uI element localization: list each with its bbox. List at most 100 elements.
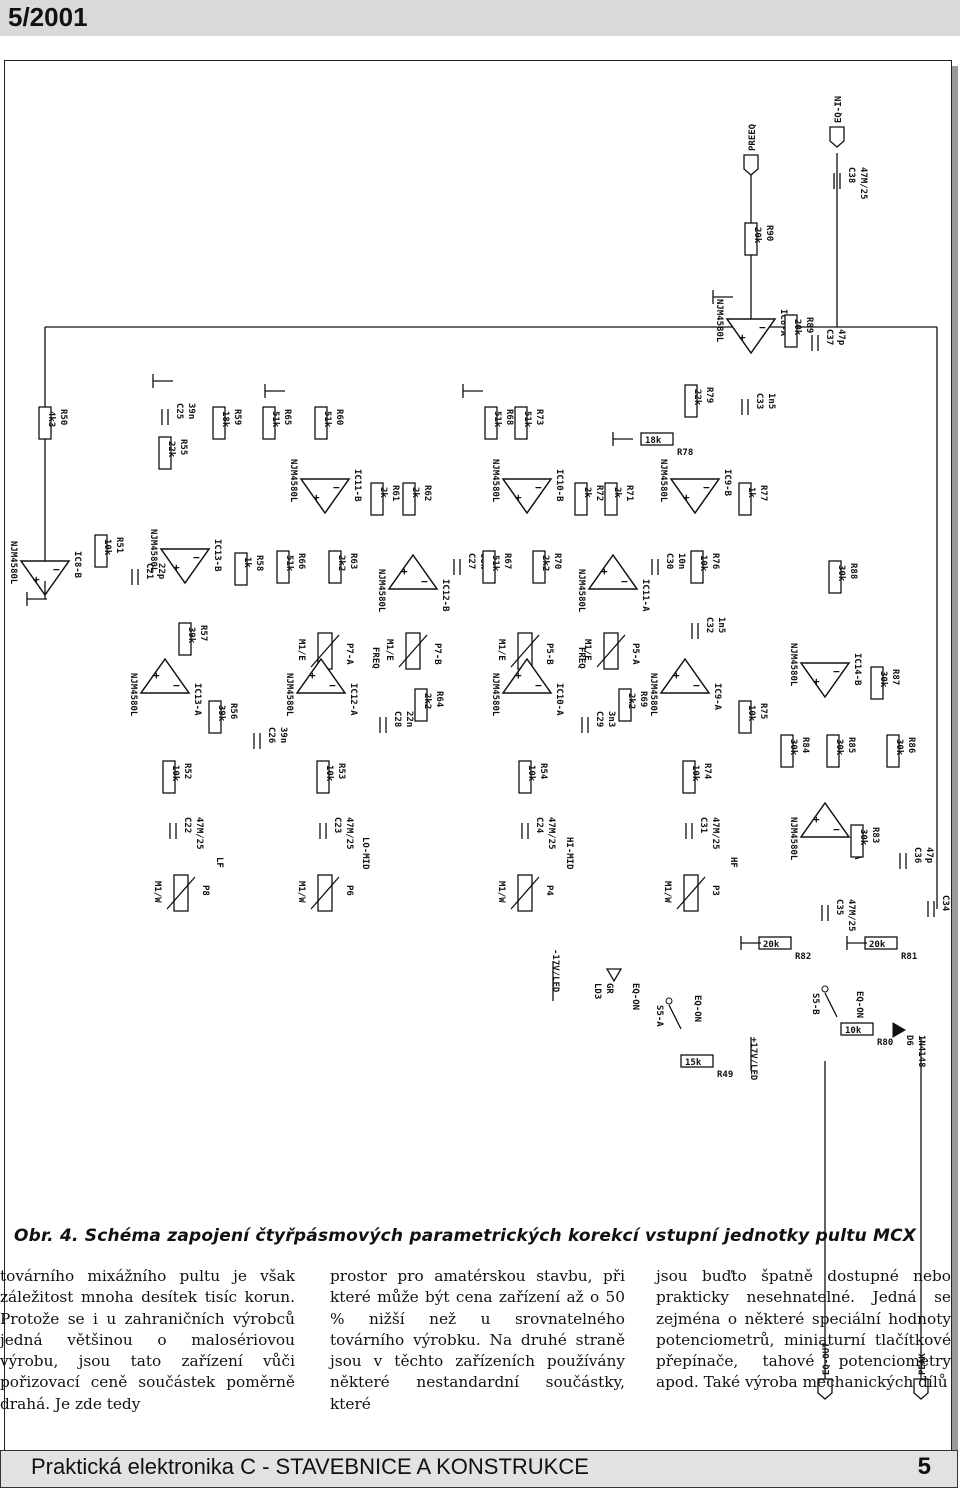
- resistor-value: 2k2: [626, 693, 636, 709]
- resistor-r51: [94, 534, 108, 568]
- opamp-ic13-b: [159, 548, 211, 585]
- capacitor-value: 39n: [278, 727, 288, 743]
- opamp-label: IC8-B: [72, 551, 82, 579]
- resistor-value: 20k: [763, 940, 780, 950]
- resistor-ref: R75: [758, 703, 768, 719]
- resistor-r63: [328, 550, 342, 584]
- resistor-ref: R59: [232, 409, 242, 425]
- opamp-ic9-b: [669, 478, 721, 515]
- opamp-label: IC9-B: [722, 469, 732, 497]
- resistor-ref: R64: [434, 691, 444, 708]
- opamp-label: IC9-A: [712, 683, 722, 711]
- pot-type: M1/E: [384, 639, 394, 661]
- capacitor-ref: C21: [144, 563, 154, 579]
- resistor-r65: [262, 406, 276, 440]
- resistor-r62: [402, 482, 416, 516]
- resistor-value: 2k: [612, 487, 622, 498]
- opamp-minus: −: [421, 575, 428, 588]
- pot-type: M1/W: [152, 881, 162, 903]
- figure-caption: Obr. 4. Schéma zapojení čtyřpásmových pa…: [14, 1226, 917, 1246]
- resistor-r90: [744, 222, 758, 256]
- opamp-ic8-b: [19, 560, 71, 597]
- opamp-label: IC14-B: [852, 653, 862, 686]
- resistor-ref: R70: [552, 553, 562, 569]
- resistor-ref: R73: [534, 409, 544, 425]
- opamp-minus: −: [329, 679, 336, 692]
- resistor-ref: R50: [58, 409, 68, 425]
- resistor-r68: [484, 406, 498, 440]
- resistor-value: 51k: [490, 555, 500, 572]
- opamp-minus: −: [535, 679, 542, 692]
- capacitor-value: 47M/25: [344, 817, 354, 850]
- opamp-ic12-a: [295, 657, 347, 694]
- opamp-plus: +: [739, 331, 746, 344]
- capacitor-ref: C29: [594, 711, 604, 727]
- resistor-r55: [158, 436, 172, 470]
- resistor-ref: R85: [846, 737, 856, 753]
- opamp-plus: +: [673, 669, 680, 682]
- resistor-r85: [826, 734, 840, 768]
- resistor-r49: [680, 1054, 714, 1068]
- opamp-type: NJM4580L: [288, 459, 298, 503]
- opamp-ic14-b: [799, 662, 851, 699]
- resistor-r79: [684, 384, 698, 418]
- resistor-r60: [314, 406, 328, 440]
- resistor-value: 51k: [322, 411, 332, 428]
- resistor-r76: [690, 550, 704, 584]
- pot-ref: P8: [200, 885, 210, 896]
- opamp-type: NJM4580L: [8, 541, 18, 585]
- opamp-label: IC13-A: [192, 683, 202, 716]
- resistor-value: 10k: [698, 555, 708, 572]
- freq-label: FREQ: [370, 647, 380, 669]
- resistor-value: 30k: [834, 739, 844, 756]
- resistor-value: 22k: [166, 441, 176, 458]
- resistor-value: 2k2: [422, 693, 432, 709]
- opamp-minus: −: [535, 481, 542, 494]
- resistor-ref: R86: [906, 737, 916, 753]
- opamp-label: IC12-B: [440, 579, 450, 612]
- resistor-ref: R66: [296, 553, 306, 569]
- capacitor-ref: C27: [466, 553, 476, 569]
- port-peak-label: PEAK: [918, 1353, 928, 1375]
- port-eq-out-label: EQ-OUT: [822, 1342, 832, 1375]
- opamp-minus: −: [53, 563, 60, 576]
- resistor-value: 51k: [284, 555, 294, 572]
- resistor-r53: [316, 760, 330, 794]
- opamp-plus: +: [515, 491, 522, 504]
- resistor-r54: [518, 760, 532, 794]
- resistor-ref: R53: [336, 763, 346, 779]
- pot-type: M1/W: [662, 881, 672, 903]
- resistor-value: 10k: [324, 765, 334, 782]
- paragraph-col-1: továrního mixážního pultu je však záleži…: [0, 1267, 295, 1413]
- resistor-r88: [828, 560, 842, 594]
- opamp-plus: +: [601, 565, 608, 578]
- resistor-ref: R49: [717, 1070, 733, 1080]
- opamp-ic10-a: [501, 657, 553, 694]
- pot-ref: P7-A: [344, 643, 354, 665]
- capacitor-value: 22p: [156, 563, 166, 580]
- opamp-ic10-b: [501, 478, 553, 515]
- page-footer: Praktická elektronika C - STAVEBNICE A K…: [0, 1450, 958, 1488]
- switch-eq-on-label: EQ-ON: [692, 995, 702, 1022]
- opamp-label: IC11-B: [352, 469, 362, 502]
- resistor-ref: R61: [390, 485, 400, 501]
- capacitor-value: 47p: [924, 847, 934, 864]
- pot-wiper: [510, 634, 540, 668]
- pot-wiper: [310, 634, 340, 668]
- resistor-ref: R72: [594, 485, 604, 501]
- resistor-ref: R51: [114, 537, 124, 553]
- opamp-minus: −: [693, 679, 700, 692]
- pot-type: M1/W: [296, 881, 306, 903]
- resistor-ref: R76: [710, 553, 720, 569]
- opamp-type: NJM4580L: [376, 569, 386, 613]
- resistor-value: 30k: [894, 739, 904, 756]
- resistor-value: 20k: [752, 227, 762, 244]
- resistor-r75: [738, 700, 752, 734]
- resistor-ref: R57: [198, 625, 208, 641]
- resistor-r70: [532, 550, 546, 584]
- resistor-value: 20k: [869, 940, 886, 950]
- resistor-ref: R88: [848, 563, 858, 579]
- resistor-value: 20k: [792, 319, 802, 336]
